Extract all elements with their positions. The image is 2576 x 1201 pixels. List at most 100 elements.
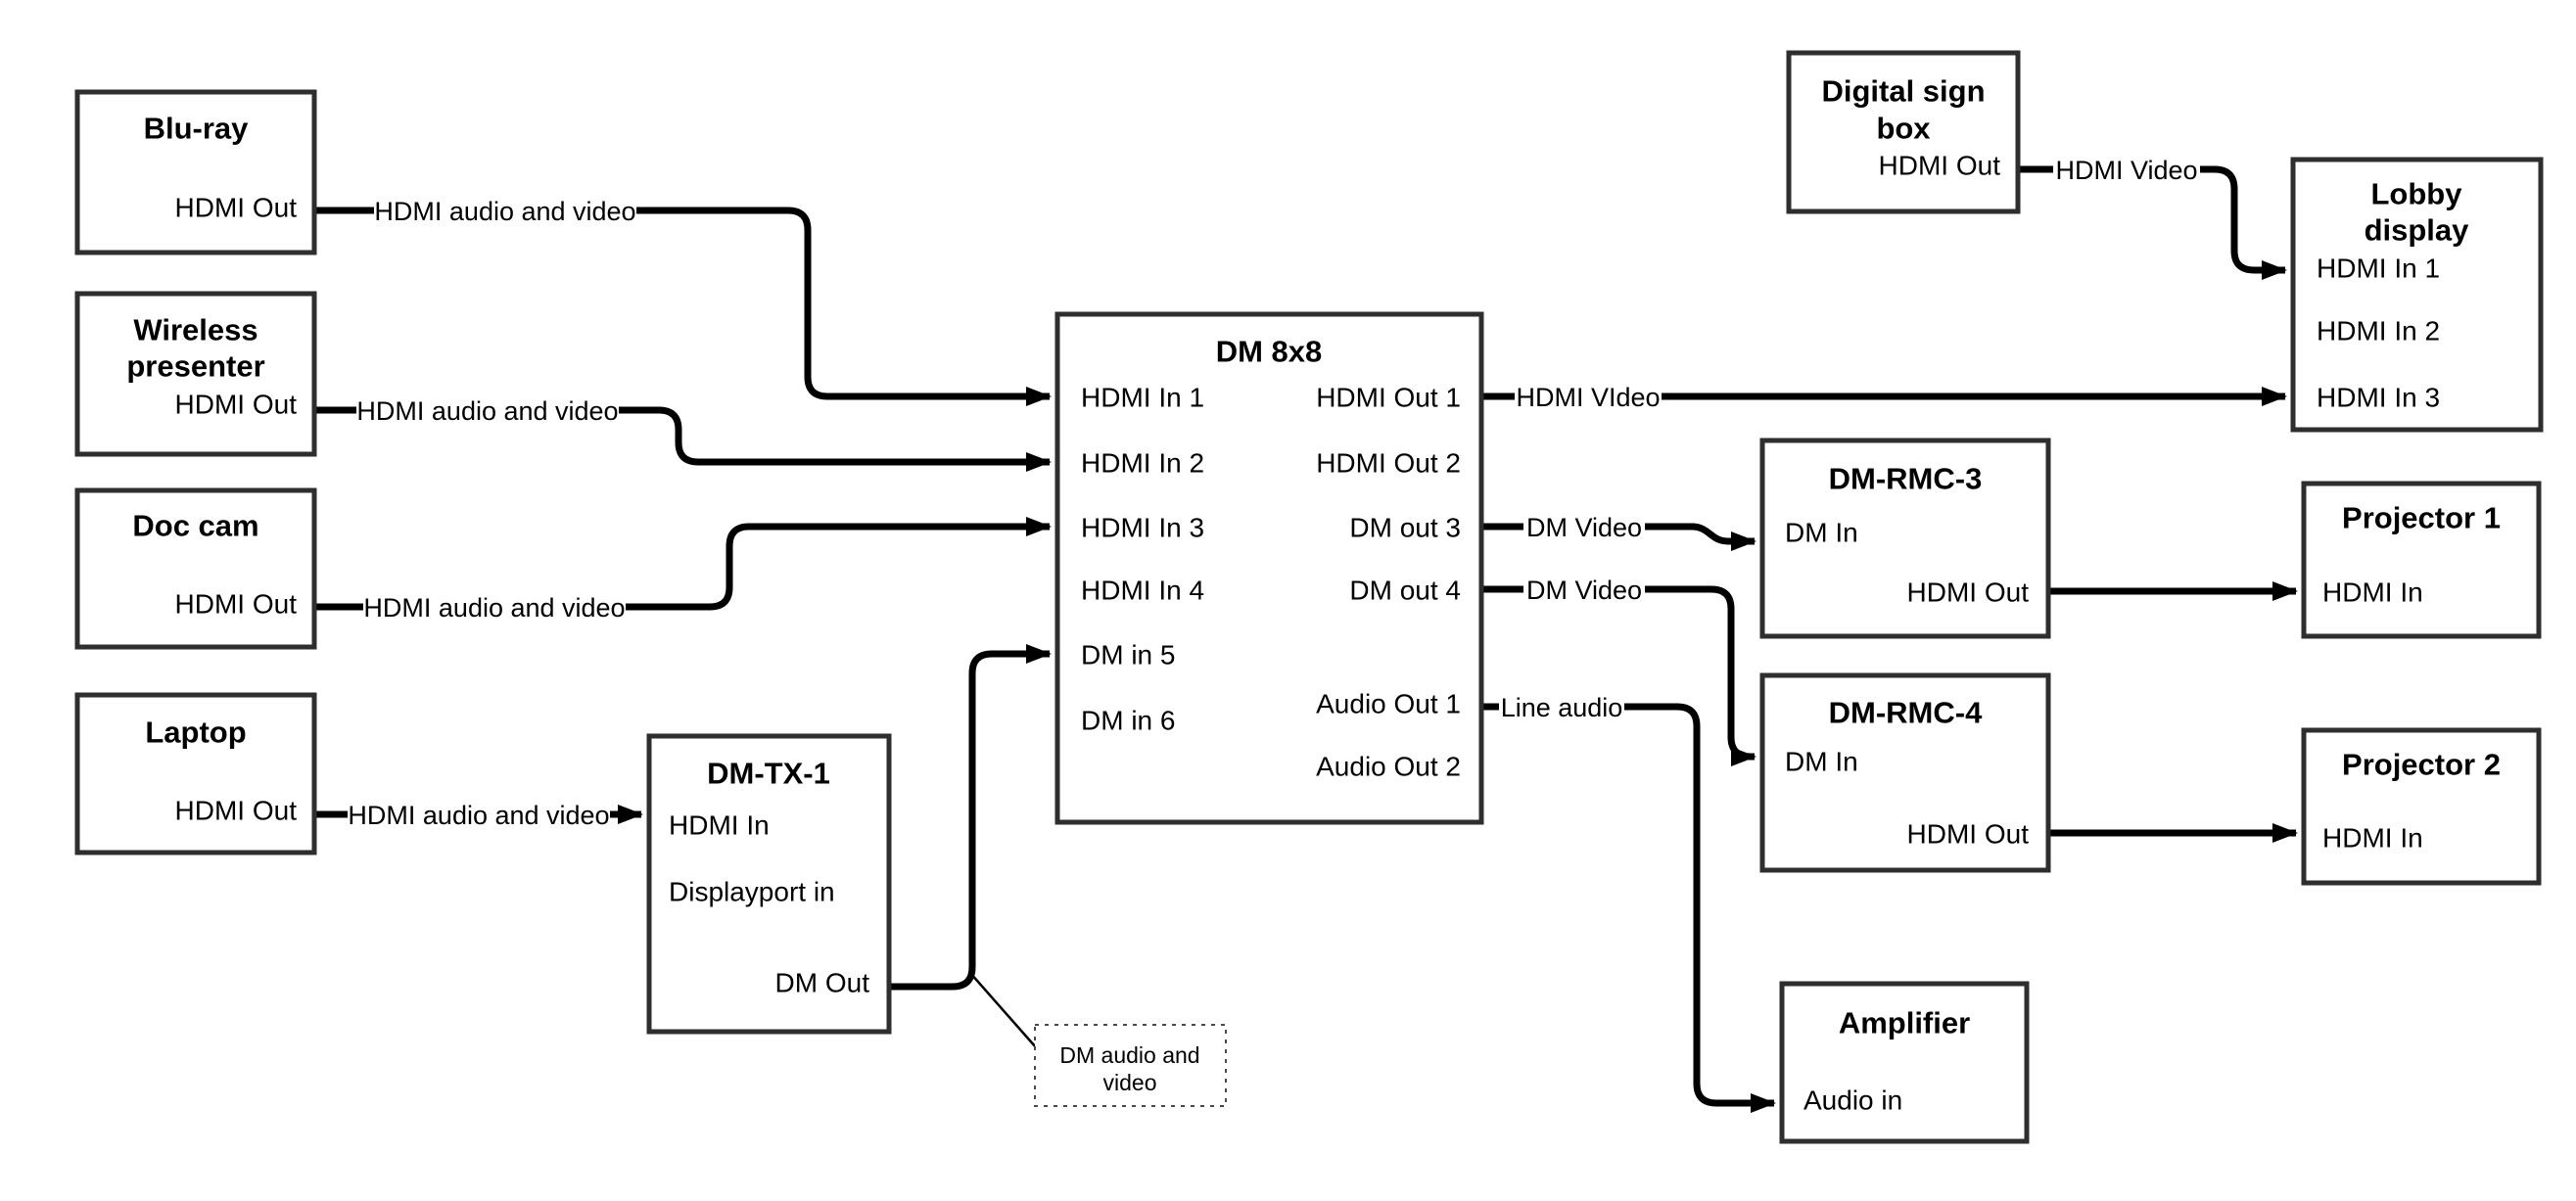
label-bg [363,590,626,624]
label-bg [1523,510,1645,543]
bluray-port-hdmi-out: HDMI Out [175,193,298,223]
edge-doccam-to-dm8x8-hdmi-in-3 [314,517,1052,611]
dm-rmc-4-port-dm-in: DM In [1785,747,1858,777]
projector-1-port-hdmi-in: HDMI In [2322,577,2423,608]
dm-8x8-box [1054,311,1484,825]
lobby-port-hdmi-in-2: HDMI In 2 [2317,316,2440,346]
label-bg [1499,690,1624,723]
edge-label-line-audio: Line audio [1501,693,1623,722]
edge-digitalsign-to-lobby-hdmi-in-1 [2018,165,2287,280]
dm-8x8-port-audio-out-2: Audio Out 2 [1316,752,1461,782]
edge-label-bluray: HDMI audio and video [374,197,635,226]
projector-2-port-hdmi-in: HDMI In [2322,823,2423,854]
label-bg [1523,573,1645,606]
node-projector-1: Projector 1 HDMI In [2301,481,2542,639]
edge-label-dm-video-out4: DM Video [1526,576,1642,605]
node-wireless-presenter: Wireless presenter HDMI Out [74,291,317,457]
node-dm-rmc-3: DM-RMC-3 DM In HDMI Out [1759,438,2051,639]
note-dm-audio-and-video: DM audio and video [1034,1024,1227,1107]
label-bg [348,798,610,831]
edge-dm8x8-dm-out-3-to-dmrmc3-dm-in [1481,523,1756,551]
node-dm-rmc-4: DM-RMC-4 DM In HDMI Out [1759,672,2051,873]
node-amplifier: Amplifier Audio in [1779,981,2030,1144]
lobby-display-title-line1: Lobby [2371,177,2463,211]
projector-1-title: Projector 1 [2342,501,2501,535]
note-text-line2: video [1103,1070,1157,1095]
digital-sign-title-line2: box [1876,112,1931,146]
edge-label-dm-video-out3: DM Video [1526,513,1642,542]
dm-tx-1-title: DM-TX-1 [707,757,830,791]
digital-sign-title-line1: Digital sign [1821,74,1985,109]
dm-8x8-port-hdmi-in-1: HDMI In 1 [1081,383,1204,413]
dm-8x8-port-dm-in-6: DM in 6 [1081,706,1175,736]
edge-dm8x8-audio-out-1-to-amplifier [1481,703,1776,1113]
dm-8x8-title: DM 8x8 [1216,335,1323,369]
note-leader-line [969,972,1037,1048]
dm-8x8-port-audio-out-1: Audio Out 1 [1316,689,1461,719]
edge-label-hdmi-video-sign: HDMI Video [2055,156,2197,185]
doc-cam-box [74,487,317,650]
dm-rmc-4-port-hdmi-out: HDMI Out [1907,819,2030,850]
bluray-box [74,89,317,255]
lobby-port-hdmi-in-3: HDMI In 3 [2317,383,2440,413]
dm-8x8-port-hdmi-in-4: HDMI In 4 [1081,576,1204,606]
edge-labels: HDMI audio and video HDMI audio and vide… [348,153,2200,831]
dm-8x8-port-hdmi-out-1: HDMI Out 1 [1316,383,1461,413]
dm-tx-1-port-displayport-in: Displayport in [669,877,835,907]
label-bg [2053,153,2200,186]
node-laptop: Laptop HDMI Out [74,692,317,855]
digital-sign-port-hdmi-out: HDMI Out [1879,151,2001,181]
label-bg [1515,380,1662,413]
dm-tx-1-port-hdmi-in: HDMI In [669,810,770,841]
amplifier-box [1779,981,2030,1144]
edge-dmtx1-to-dm8x8-dm-in-5 [889,644,1052,991]
digital-sign-box [1786,50,2021,214]
node-dm-tx-1: DM-TX-1 HDMI In Displayport in DM Out [646,733,892,1035]
edge-bluray-to-dm8x8-hdmi-in-1 [314,207,1052,406]
projector-2-box [2301,727,2542,886]
dm-8x8-port-dm-out-3: DM out 3 [1349,513,1461,543]
dm-8x8-port-hdmi-in-3: HDMI In 3 [1081,513,1204,543]
dm-rmc-4-title: DM-RMC-4 [1829,696,1983,730]
note-text-line1: DM audio and [1059,1042,1199,1068]
note-box [1034,1024,1227,1107]
wireless-presenter-box [74,291,317,457]
node-doc-cam: Doc cam HDMI Out [74,487,317,650]
amplifier-port-audio-in: Audio in [1803,1086,1902,1116]
projector-1-box [2301,481,2542,639]
edge-label-laptop: HDMI audio and video [348,801,609,830]
dm-tx-1-port-dm-out: DM Out [775,968,870,998]
doc-cam-port-hdmi-out: HDMI Out [175,589,298,620]
node-bluray: Blu-ray HDMI Out [74,89,317,255]
lobby-port-hdmi-in-1: HDMI In 1 [2317,254,2440,284]
edge-label-doccam: HDMI audio and video [363,593,625,623]
label-bg [356,393,619,427]
dm-rmc-4-box [1759,672,2051,873]
laptop-port-hdmi-out: HDMI Out [175,796,298,826]
projector-2-title: Projector 2 [2342,748,2501,782]
lobby-display-box [2290,157,2544,433]
edge-label-wireless: HDMI audio and video [356,396,618,426]
laptop-title: Laptop [145,716,246,750]
node-projector-2: Projector 2 HDMI In [2301,727,2542,886]
bluray-title: Blu-ray [144,112,250,146]
dm-8x8-port-dm-out-4: DM out 4 [1349,576,1461,606]
edge-label-hdmi-video-out1: HDMI VIdeo [1516,383,1660,412]
dm-rmc-3-box [1759,438,2051,639]
dm-rmc-3-title: DM-RMC-3 [1829,462,1983,496]
dm-rmc-3-port-hdmi-out: HDMI Out [1907,577,2030,608]
laptop-box [74,692,317,855]
dm-tx-1-box [646,733,892,1035]
node-dm-8x8: DM 8x8 HDMI In 1 HDMI In 2 HDMI In 3 HDM… [1054,311,1484,825]
node-lobby-display: Lobby display HDMI In 1 HDMI In 2 HDMI I… [2290,157,2544,433]
amplifier-title: Amplifier [1839,1006,1970,1040]
wireless-port-hdmi-out: HDMI Out [175,390,298,420]
edge-dm8x8-dm-out-4-to-dmrmc4-dm-in [1481,585,1756,766]
dm-8x8-port-hdmi-out-2: HDMI Out 2 [1316,448,1461,479]
wireless-presenter-title-line2: presenter [126,349,264,384]
node-digital-sign-box: Digital sign box HDMI Out [1786,50,2021,214]
lobby-display-title-line2: display [2365,213,2470,248]
doc-cam-title: Doc cam [132,509,258,543]
